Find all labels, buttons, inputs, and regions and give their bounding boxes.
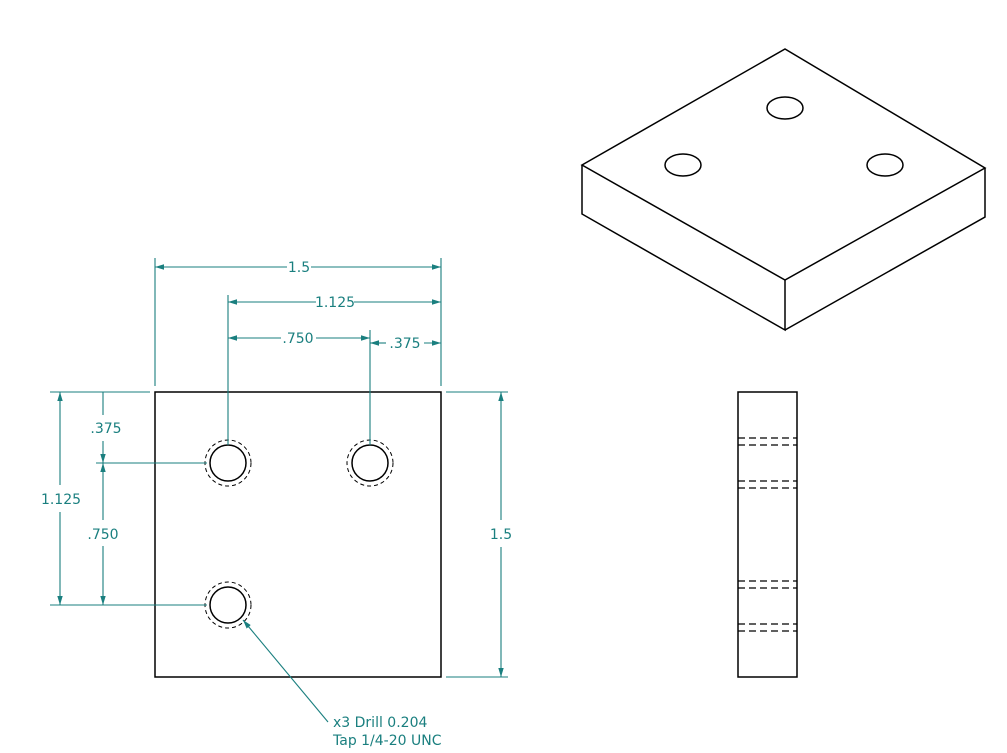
iso-hole-top xyxy=(766,96,804,120)
callout-line-2: Tap 1/4-20 UNC xyxy=(332,733,442,749)
dim-top-overall: 1.5 xyxy=(288,260,310,276)
plate-outline xyxy=(154,391,442,678)
dim-left-overall-hole: 1.125 xyxy=(41,492,81,508)
isometric-view xyxy=(580,48,987,332)
iso-hole-right xyxy=(866,153,904,177)
dim-top-hole-offset: 1.125 xyxy=(315,295,355,311)
side-view xyxy=(737,391,798,678)
hole-2 xyxy=(351,444,389,482)
dim-right-overall: 1.5 xyxy=(490,527,512,543)
hole-callout: x3 Drill 0.204 Tap 1/4-20 UNC xyxy=(242,619,442,749)
hole-1 xyxy=(209,444,247,482)
front-view xyxy=(154,391,442,678)
dim-top-hole-spacing: .750 xyxy=(282,331,313,347)
iso-hole-left xyxy=(664,153,702,177)
dim-top-edge-offset: .375 xyxy=(389,336,420,352)
dim-left-hole-spacing: .750 xyxy=(87,527,118,543)
hole-3 xyxy=(209,586,247,624)
dim-left-top-offset: .375 xyxy=(90,421,121,437)
callout-line-1: x3 Drill 0.204 xyxy=(333,715,427,731)
dimensions: 1.5 1.125 .750 .375 1.125 .375 .750 xyxy=(41,258,512,678)
